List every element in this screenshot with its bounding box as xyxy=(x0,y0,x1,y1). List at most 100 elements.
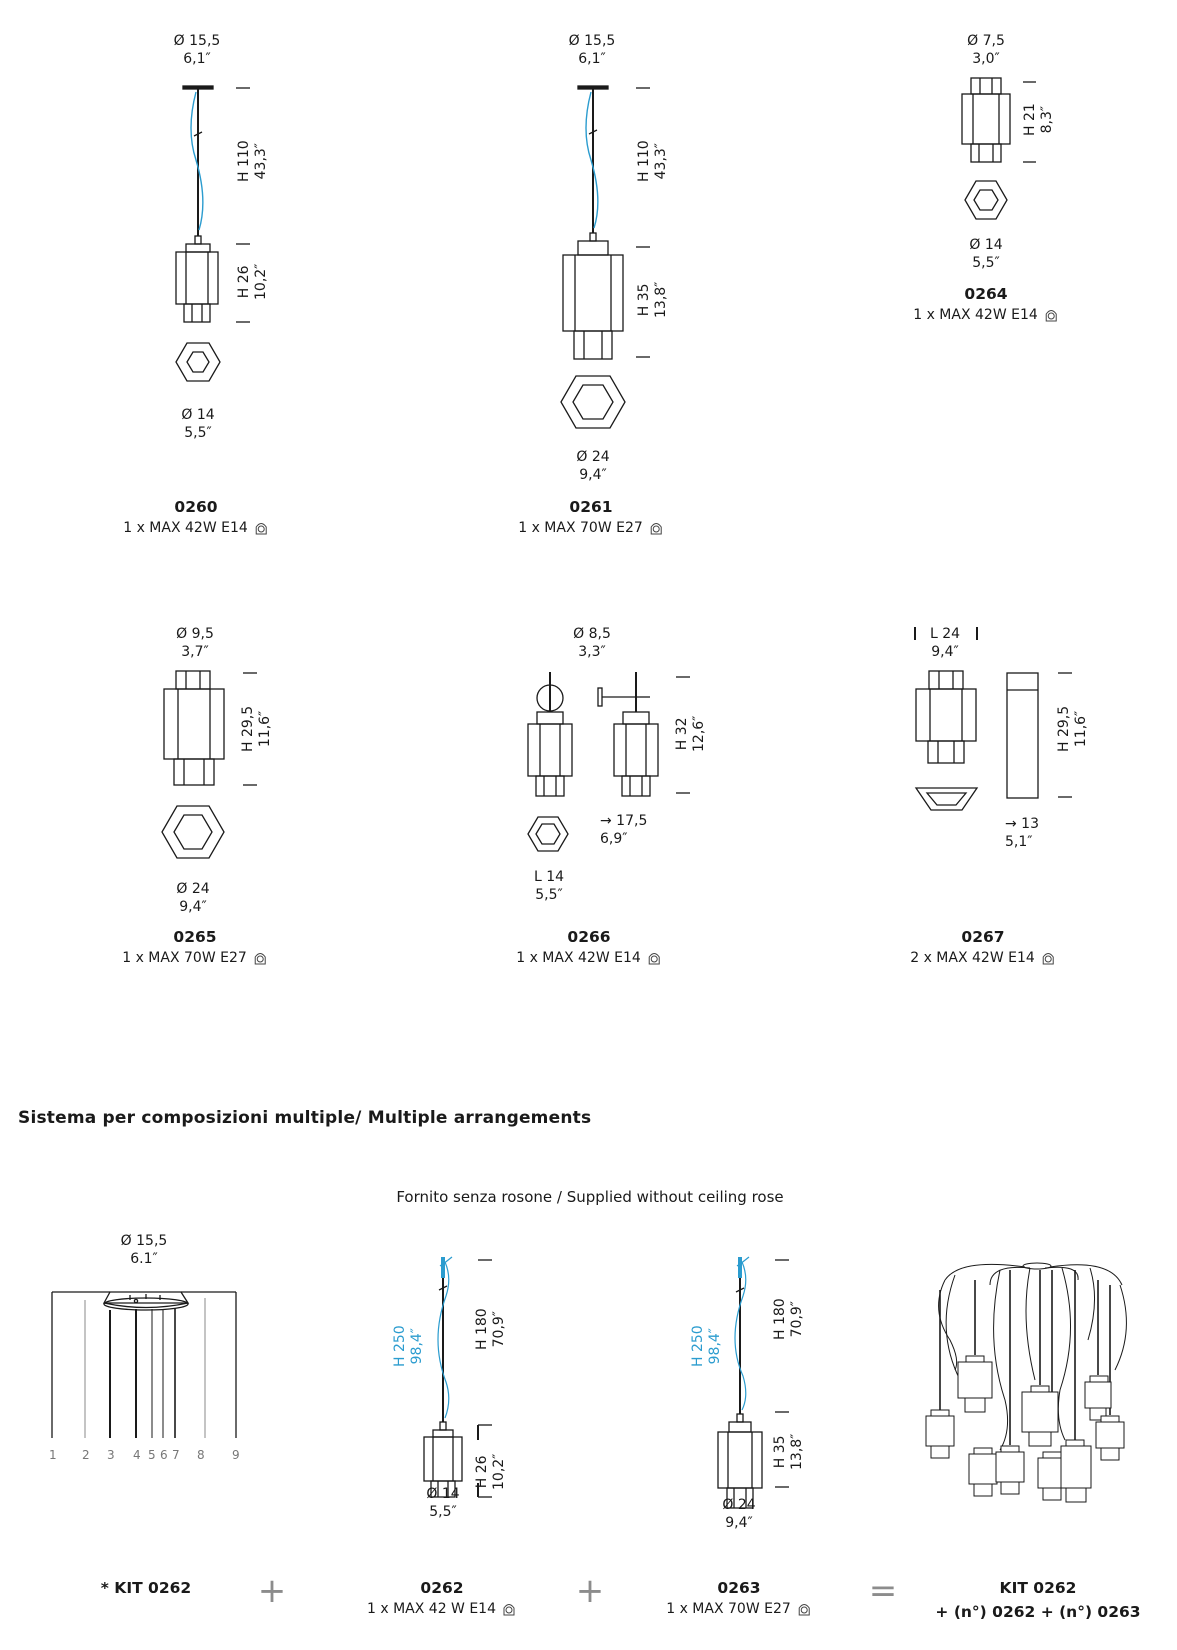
section-note: Fornito senza rosone / Supplied without … xyxy=(396,1188,784,1206)
dim-value: → 13 xyxy=(1005,816,1039,832)
dim-kit-diameter: Ø 15,5 6.1″ xyxy=(121,1232,168,1268)
dim-inches: 9,4″ xyxy=(725,1515,753,1531)
dim-body-height: H 26 10,2″ xyxy=(474,1454,508,1490)
dim-inches: 5,5″ xyxy=(535,887,563,903)
product-spec: 1 x MAX 42 W E14 xyxy=(367,1601,517,1617)
dim-inches: 43,3″ xyxy=(653,142,669,180)
product-spec: 1 x MAX 70W E27 xyxy=(666,1601,812,1617)
dim-inches: 5,5″ xyxy=(429,1504,457,1520)
dim-inches: 13,8″ xyxy=(653,281,669,318)
dim-length: L 14 5,5″ xyxy=(534,868,564,904)
dim-max-height: H 180 70,9″ xyxy=(474,1308,508,1350)
dim-bottom-diameter: Ø 14 5,5″ xyxy=(969,236,1002,272)
dim-body-height: H 35 13,8″ xyxy=(772,1434,806,1470)
dim-inches: 6,1″ xyxy=(183,51,211,67)
dim-inches: 3,7″ xyxy=(181,644,209,660)
lightbulb-icon xyxy=(254,953,266,965)
dim-top-diameter: Ø 7,5 3,0″ xyxy=(967,32,1005,68)
plus-operator: + xyxy=(257,1571,287,1611)
dim-inches: 9,4″ xyxy=(931,644,959,660)
product-code: 0266 xyxy=(567,928,611,946)
dim-inches: 5,5″ xyxy=(184,425,212,441)
dim-inches: 70,9″ xyxy=(491,1310,507,1348)
dim-value: H 110 xyxy=(636,140,652,182)
dim-top-diameter: Ø 8,5 3,3″ xyxy=(573,625,611,661)
drawing-0266 xyxy=(527,672,690,852)
dim-max-height: H 180 70,9″ xyxy=(772,1298,806,1340)
spec-text: 1 x MAX 70W E27 xyxy=(518,520,643,536)
dim-value: Ø 7,5 xyxy=(967,33,1005,49)
dim-value: Ø 8,5 xyxy=(573,626,611,642)
dim-value: Ø 24 xyxy=(176,881,210,897)
result-line2: + (n°) 0262 + (n°) 0263 xyxy=(935,1603,1141,1621)
spec-text: 1 x MAX 42 W E14 xyxy=(366,1601,497,1617)
product-code: 0267 xyxy=(961,928,1005,946)
dim-value: H 250 xyxy=(690,1325,706,1367)
drawing-0264 xyxy=(961,77,1036,220)
spec-text: 1 x MAX 42W E14 xyxy=(516,950,641,966)
position-label: 9 xyxy=(232,1448,240,1462)
dim-value: H 26 xyxy=(236,265,252,299)
dim-top-diameter: Ø 15,5 6,1″ xyxy=(569,32,616,68)
dim-top-diameter: Ø 15,5 6,1″ xyxy=(174,32,221,68)
spec-text: 1 x MAX 42W E14 xyxy=(913,307,1038,323)
lightbulb-icon xyxy=(503,1604,515,1616)
dim-diameter: Ø 14 5,5″ xyxy=(426,1485,459,1521)
lightbulb-icon xyxy=(255,523,267,535)
product-spec: 1 x MAX 42W E14 xyxy=(913,307,1059,323)
dim-inches: 6,1″ xyxy=(578,51,606,67)
dim-inches: 5,1″ xyxy=(1005,834,1033,850)
position-label: 5 xyxy=(148,1448,156,1462)
product-code: 0261 xyxy=(569,498,613,516)
dim-value: L 14 xyxy=(533,869,565,885)
dim-value: H 180 xyxy=(772,1298,788,1340)
dim-inches: 13,8″ xyxy=(789,1433,805,1470)
dim-projection: → 13 5,1″ xyxy=(1005,815,1039,851)
position-label: 4 xyxy=(133,1448,141,1462)
dim-body-height: H 29,5 11,6″ xyxy=(1056,706,1090,752)
equals-operator: = xyxy=(868,1571,898,1611)
product-spec: 1 x MAX 42W E14 xyxy=(516,950,662,966)
dim-value: H 180 xyxy=(474,1308,490,1350)
dim-inches: 98,4″ xyxy=(707,1327,723,1365)
product-code: 0265 xyxy=(173,928,217,946)
dim-body-height: H 32 12,6″ xyxy=(674,716,708,752)
position-label: 3 xyxy=(107,1448,115,1462)
dim-value: H 35 xyxy=(772,1435,788,1469)
drawing-0267 xyxy=(914,627,1072,811)
plus-operator: + xyxy=(575,1571,605,1611)
spec-text: 1 x MAX 70W E27 xyxy=(122,950,247,966)
dim-inches: 9,4″ xyxy=(579,467,607,483)
product-spec: 1 x MAX 70W E27 xyxy=(122,950,268,966)
dim-inches: 6.1″ xyxy=(130,1251,158,1267)
dim-inches: 11,6″ xyxy=(257,710,273,748)
dim-value: Ø 9,5 xyxy=(176,626,214,642)
dim-inches: 5,5″ xyxy=(972,255,1000,271)
dim-body-height: H 29,5 11,6″ xyxy=(240,706,274,752)
dim-value: Ø 24 xyxy=(722,1497,756,1513)
lightbulb-icon xyxy=(1042,953,1054,965)
drawing-0263 xyxy=(717,1256,789,1509)
dim-value: H 26 xyxy=(474,1455,490,1489)
dim-cable-height: H 110 43,3″ xyxy=(236,140,270,182)
product-spec: 2 x MAX 42W E14 xyxy=(910,950,1056,966)
dim-top-diameter: Ø 9,5 3,7″ xyxy=(176,625,214,661)
dim-value: H 32 xyxy=(674,717,690,751)
spec-text: 1 x MAX 42W E14 xyxy=(123,520,248,536)
product-code: 0263 xyxy=(717,1579,761,1597)
drawing-0262 xyxy=(423,1256,492,1498)
dim-bottom-diameter: Ø 24 9,4″ xyxy=(576,448,609,484)
position-label: 8 xyxy=(197,1448,205,1462)
dim-inches: 12,6″ xyxy=(691,715,707,752)
dim-inches: 8,3″ xyxy=(1039,105,1055,134)
dim-inches: 10,2″ xyxy=(253,263,269,300)
dim-value: H 29,5 xyxy=(240,705,256,752)
dim-body-height: H 21 8,3″ xyxy=(1022,103,1056,136)
dim-inches: 70,9″ xyxy=(789,1300,805,1338)
dim-value: Ø 14 xyxy=(969,237,1003,253)
result-line1: KIT 0262 xyxy=(999,1579,1077,1597)
position-label: 6 xyxy=(160,1448,168,1462)
kit-label: * KIT 0262 xyxy=(100,1579,192,1597)
dim-value: Ø 24 xyxy=(576,449,610,465)
